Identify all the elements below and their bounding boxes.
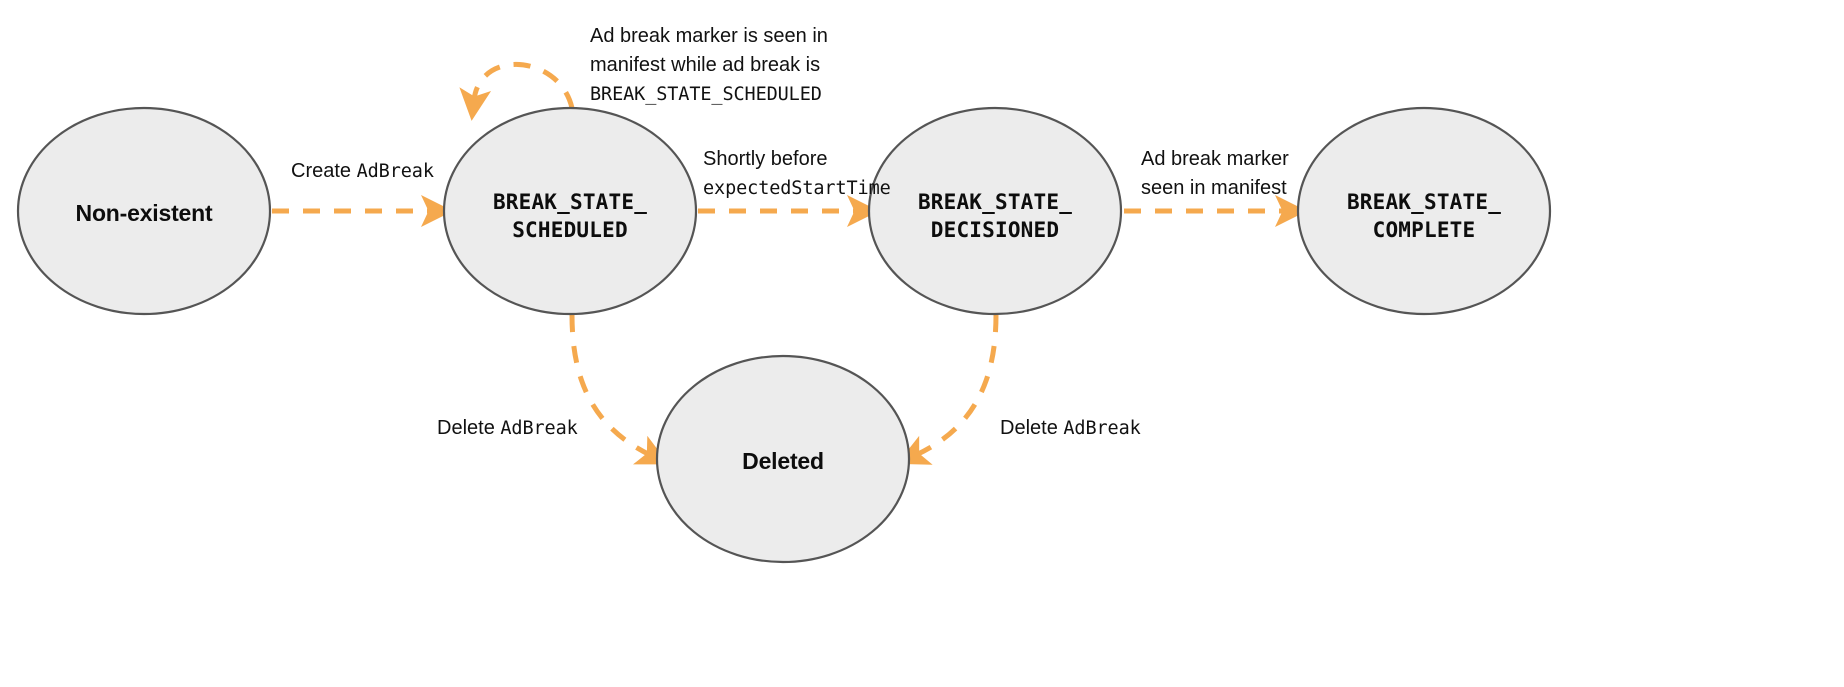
edge-label-self-loop-scheduled: Ad break marker is seen in manifest while… bbox=[590, 22, 828, 109]
edge-label-line-1: Ad break marker bbox=[1141, 148, 1289, 170]
edge-label-line-2: seen in manifest bbox=[1141, 177, 1287, 199]
edge-label-line-1: Shortly before bbox=[703, 148, 828, 170]
edge-label-line-1: Ad break marker is seen in bbox=[590, 25, 828, 47]
node-break-state-complete[interactable] bbox=[1296, 106, 1552, 316]
edge-label-decisioned-to-deleted: Delete AdBreak bbox=[1000, 414, 1141, 443]
edge-decisioned-to-deleted bbox=[896, 314, 999, 465]
edge-label-decisioned-to-complete: Ad break marker seen in manifest bbox=[1141, 145, 1289, 203]
edge-label-create-adbreak: Create AdBreak bbox=[291, 157, 434, 186]
edge-label-line-2: manifest while ad break is bbox=[590, 54, 821, 76]
edge-self-loop-scheduled bbox=[459, 62, 575, 121]
edge-label-scheduled-to-decisioned: Shortly before expectedStartTime bbox=[703, 145, 891, 203]
edge-label-text: Create bbox=[291, 160, 357, 182]
node-non-existent[interactable] bbox=[16, 106, 272, 316]
edge-label-text: Delete bbox=[437, 417, 501, 439]
edge-label-code: AdBreak bbox=[1063, 418, 1141, 439]
node-break-state-decisioned[interactable] bbox=[867, 106, 1123, 316]
edge-label-code: BREAK_STATE_SCHEDULED bbox=[590, 84, 822, 105]
edge-label-code: AdBreak bbox=[500, 418, 578, 439]
node-break-state-scheduled[interactable] bbox=[442, 106, 698, 316]
node-deleted[interactable] bbox=[655, 354, 911, 564]
edge-scheduled-to-deleted bbox=[569, 314, 669, 465]
edge-label-code: AdBreak bbox=[356, 161, 434, 182]
edge-label-scheduled-to-deleted: Delete AdBreak bbox=[437, 414, 578, 443]
edge-label-text: Delete bbox=[1000, 417, 1064, 439]
edge-label-code: expectedStartTime bbox=[703, 178, 891, 199]
